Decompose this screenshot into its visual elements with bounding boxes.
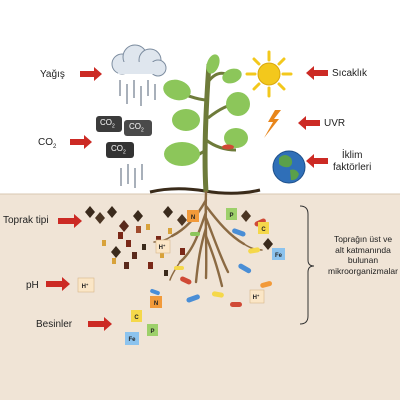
factor-arrows	[46, 66, 328, 331]
nutrients-label: Besinler	[36, 319, 73, 330]
earth-globe-icon	[272, 150, 306, 184]
ph-label: pH	[26, 280, 39, 291]
svg-text:Fe: Fe	[128, 337, 136, 343]
climate-factors-label: İklim faktörleri	[333, 150, 372, 173]
carbon-box-2: C	[131, 310, 142, 322]
svg-text:H+: H+	[253, 293, 260, 301]
rain-icon	[119, 80, 156, 188]
soil-particle-icon	[85, 206, 273, 276]
arrow-nutrients	[88, 317, 112, 331]
iron-box-1: Fe	[272, 248, 285, 260]
carbon-box-1: C	[258, 222, 269, 234]
nitrogen-box-1: N	[187, 210, 199, 222]
soil-type-label: Toprak tipi	[3, 215, 49, 226]
heat-label: Sıcaklık	[332, 68, 368, 79]
lightning-icon	[264, 110, 281, 138]
arrow-uvr	[298, 116, 320, 130]
arrow-heat	[306, 66, 328, 80]
rain-label: Yağış	[40, 69, 65, 80]
svg-text:Fe: Fe	[275, 253, 283, 259]
uvr-label: UVR	[324, 118, 346, 129]
svg-text:P: P	[229, 213, 233, 219]
nitrogen-box-2: N	[150, 296, 162, 308]
sun-icon	[245, 50, 293, 98]
iron-box-2: Fe	[125, 332, 139, 345]
svg-text:N: N	[191, 215, 195, 221]
co2-label: CO2	[38, 137, 57, 150]
svg-text:H+: H+	[159, 243, 166, 251]
nutrient-boxes: N P C H+ Fe H+ N C P Fe H+	[77, 208, 285, 345]
arrow-rain	[80, 67, 102, 81]
svg-text:C: C	[261, 227, 266, 233]
arrow-climate	[306, 154, 328, 168]
microorganisms-label: Toprağın üst ve alt katmanında bulunan m…	[328, 234, 398, 276]
phosphorus-box-1: P	[226, 208, 237, 220]
hydrogen-box-ph: H+	[77, 277, 95, 293]
microbes-bracket	[299, 205, 315, 325]
hydrogen-box-2: H+	[249, 289, 265, 304]
plant-icon	[163, 54, 250, 193]
co2-cloud-label-2: CO2	[129, 122, 144, 134]
co2-cloud-icon	[96, 116, 152, 158]
root-icon	[153, 190, 263, 288]
arrow-co2	[70, 135, 92, 149]
svg-text:N: N	[154, 301, 158, 307]
svg-text:P: P	[150, 329, 154, 335]
arrow-soil-type	[58, 214, 82, 228]
soil-area	[0, 194, 400, 400]
arrow-ph	[46, 277, 70, 291]
co2-cloud-label-3: CO2	[111, 144, 126, 156]
hydrogen-box-1: H+	[155, 239, 171, 254]
svg-text:C: C	[134, 315, 139, 321]
phosphorus-box-2: P	[147, 324, 158, 336]
svg-text:H+: H+	[82, 282, 89, 290]
cloud-icon	[111, 44, 167, 77]
co2-cloud-label-1: CO2	[100, 118, 115, 130]
